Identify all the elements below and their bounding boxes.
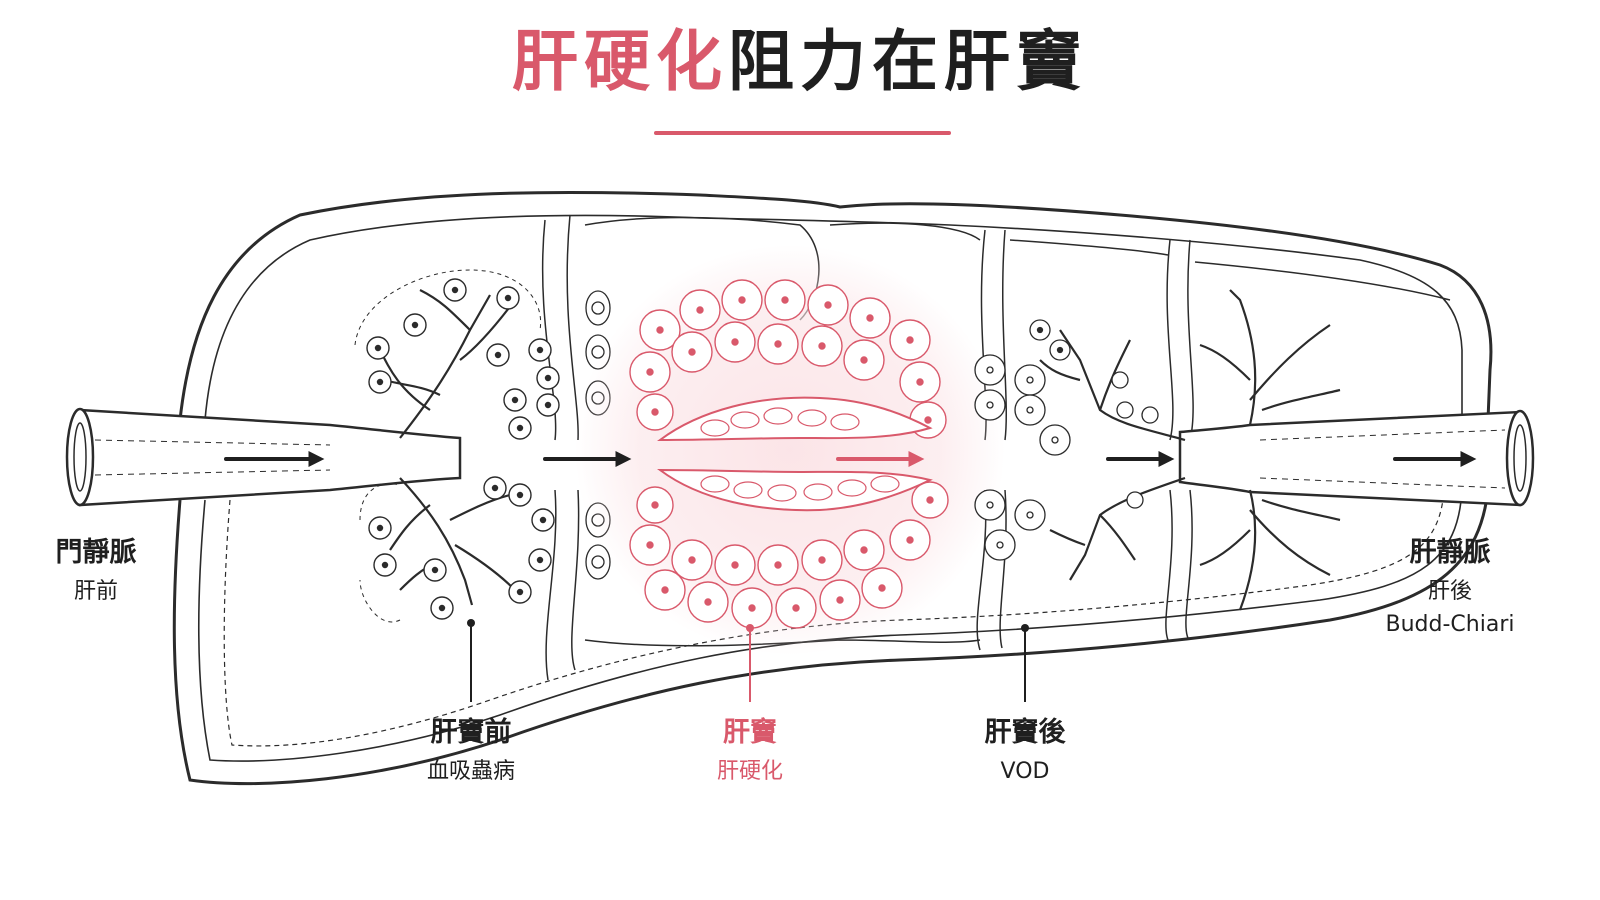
portal-vein-label-sub: 肝前 (73, 578, 118, 604)
postsinusoidal-label-main: 肝竇後 (984, 717, 1066, 748)
liver-outline (172, 190, 1493, 786)
presinusoidal-label-main: 肝竇前 (430, 717, 512, 748)
portal-cell-boundaries (354, 269, 542, 623)
hepatic-vein-label-sub2: Budd-Chiari (1385, 612, 1515, 638)
postsinusoidal-label: 肝竇後 VOD (945, 716, 1105, 785)
portal-vein-label: 門靜脈 肝前 (36, 536, 156, 605)
title-underline (654, 131, 951, 135)
portal-cells (366, 278, 560, 620)
sinusoidal-label-main: 肝竇 (723, 717, 777, 748)
sinusoid-channel (656, 396, 933, 512)
sinusoidal-label-sub: 肝硬化 (716, 758, 783, 784)
lobule-walls (541, 214, 1451, 681)
portal-vein-label-main: 門靜脈 (55, 537, 137, 568)
sinusoidal-label: 肝竇 肝硬化 (670, 716, 830, 785)
presinusoidal-label: 肝竇前 血吸蟲病 (391, 716, 551, 785)
hepatic-vein-label-main: 肝靜脈 (1409, 537, 1491, 568)
cirrhotic-hepatocytes (629, 279, 949, 629)
hepatic-vein (1178, 409, 1535, 507)
post-sinusoid-cells (974, 319, 1159, 561)
hepatic-vein-label: 肝靜脈 肝後 Budd-Chiari (1370, 536, 1530, 639)
presinusoidal-label-sub: 血吸蟲病 (426, 758, 515, 784)
page-title: 肝硬化阻力在肝竇 (0, 22, 1600, 101)
postsinusoidal-label-sub: VOD (1000, 758, 1050, 784)
title-rest: 阻力在肝竇 (728, 23, 1088, 100)
title-highlight: 肝硬化 (512, 23, 728, 100)
hepatic-vein-label-sub: 肝後 (1427, 578, 1472, 604)
leader-lines (467, 619, 1029, 702)
